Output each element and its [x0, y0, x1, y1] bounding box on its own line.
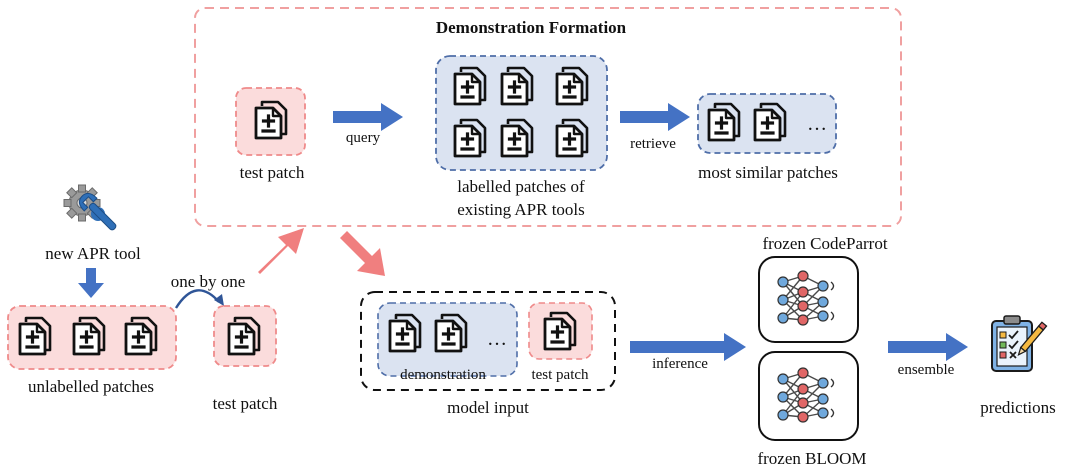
new-apr-tool-label: new APR tool: [45, 244, 141, 263]
labelled-patches-label-line1: labelled patches of: [457, 177, 585, 196]
red-arrow-up: [258, 228, 304, 274]
ensemble-arrow: [888, 333, 968, 361]
model-input-label: model input: [447, 398, 529, 417]
diagram-title: Demonstration Formation: [436, 18, 627, 37]
down-arrow: [78, 268, 104, 298]
demonstration-formation-box: [194, 7, 902, 227]
frozen-codeparrot-label: frozen CodeParrot: [762, 234, 887, 253]
labelled-patches-label-line2: existing APR tools: [457, 200, 585, 219]
retrieve-label: retrieve: [630, 136, 676, 152]
demonstration-ellipsis: …: [487, 328, 507, 350]
frozen-bloom-label: frozen BLOOM: [757, 449, 866, 468]
inference-arrow: [630, 333, 746, 361]
gear-wrench-icon: [63, 184, 117, 231]
most-similar-ellipsis: …: [807, 113, 827, 135]
unlabelled-patches-label: unlabelled patches: [28, 377, 154, 396]
one-by-one-arrow: [174, 289, 224, 309]
ensemble-label: ensemble: [898, 362, 955, 378]
one-by-one-label: one by one: [171, 272, 246, 291]
most-similar-label: most similar patches: [698, 163, 838, 182]
red-arrow-down: [340, 231, 385, 276]
query-label: query: [346, 130, 381, 146]
bloom-model-box: [758, 351, 859, 441]
codeparrot-model-box: [758, 256, 859, 343]
checklist-icon: [991, 315, 1048, 372]
test-patch-model-label: test patch: [531, 367, 589, 383]
predictions-label: predictions: [980, 398, 1056, 417]
retrieve-arrow: [620, 103, 690, 131]
inference-label: inference: [652, 356, 708, 372]
query-arrow: [333, 103, 403, 131]
demonstration-label: demonstration: [400, 367, 486, 383]
model-input-box: [360, 291, 616, 391]
test-patch-bottom-label: test patch: [213, 394, 278, 413]
test-patch-top-label: test patch: [240, 163, 305, 182]
